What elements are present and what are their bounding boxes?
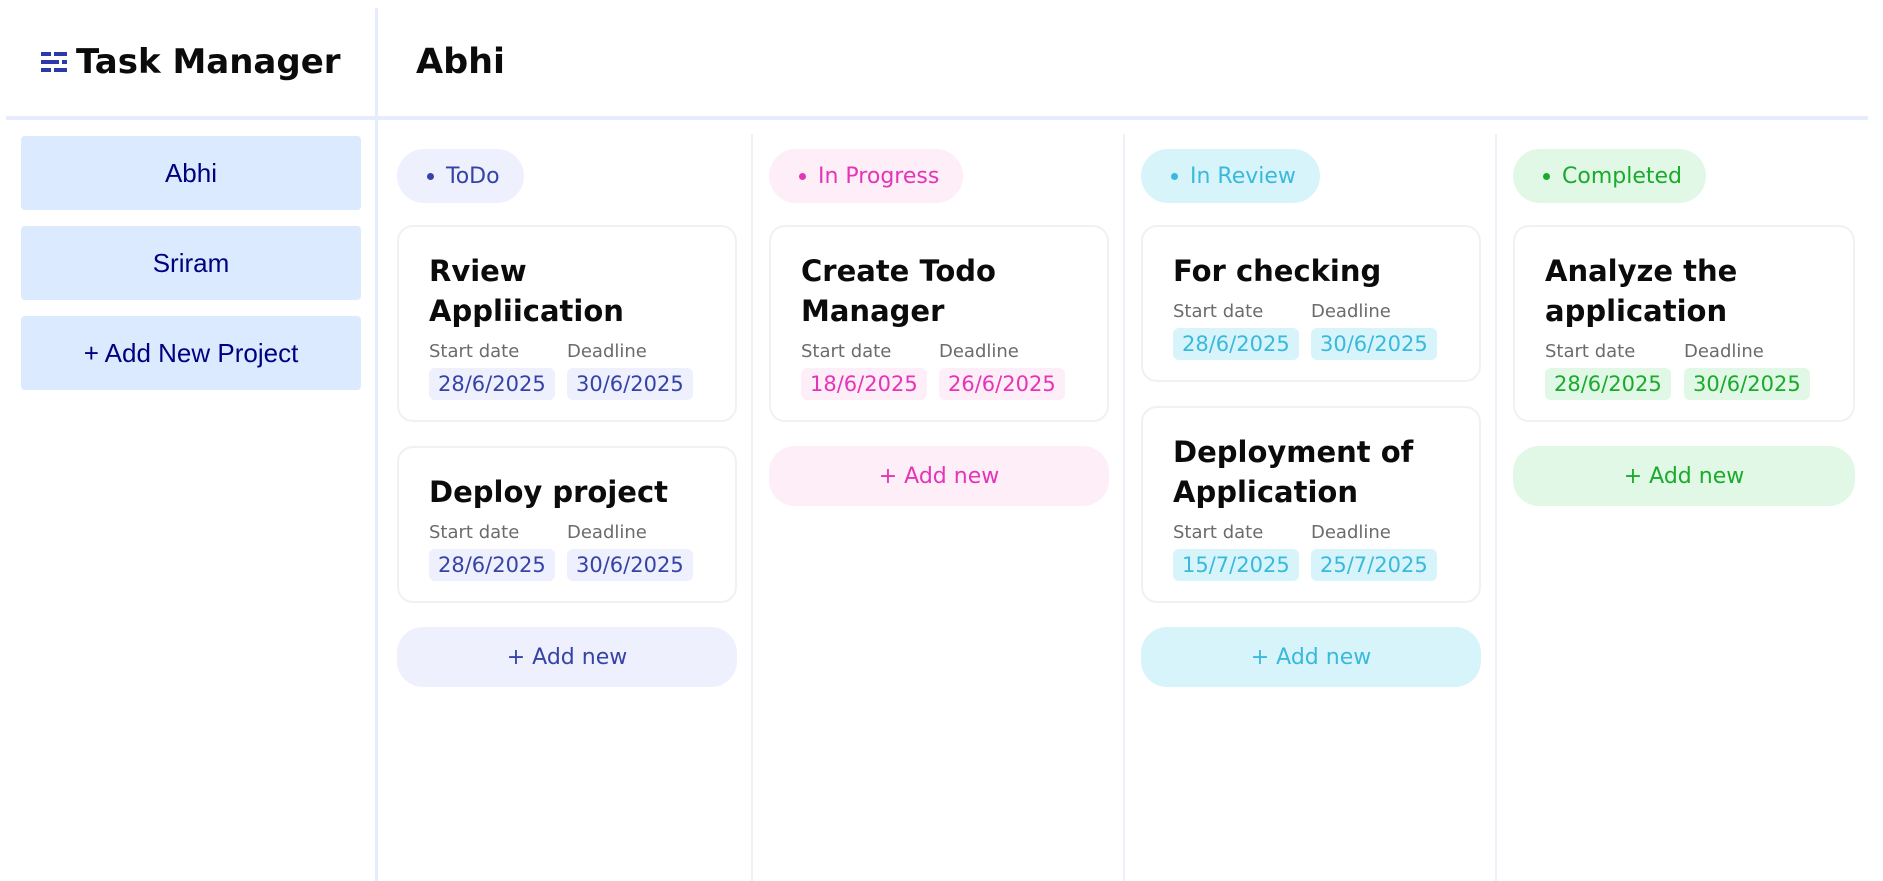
deadline-date: 30/6/2025 bbox=[1311, 328, 1437, 360]
deadline-date: 30/6/2025 bbox=[567, 549, 693, 581]
sidebar: Abhi Sriram + Add New Project bbox=[6, 120, 378, 881]
status-badge-todo: ToDo bbox=[397, 149, 524, 203]
sidebar-item-abhi[interactable]: Abhi bbox=[21, 136, 361, 210]
task-dates: Start date 28/6/2025 Deadline 30/6/2025 bbox=[429, 341, 705, 400]
status-badge-in-review: In Review bbox=[1141, 149, 1320, 203]
deadline-label: Deadline bbox=[939, 341, 1019, 362]
brand: Task Manager bbox=[6, 8, 378, 120]
add-task-button-in-review[interactable]: + Add new bbox=[1141, 627, 1481, 687]
topbar: Abhi bbox=[378, 8, 1868, 120]
app-root: Task Manager Abhi Abhi Sriram + Add New … bbox=[6, 8, 1868, 881]
task-card[interactable]: Deploy project Start date 28/6/2025 Dead… bbox=[397, 446, 737, 603]
column-completed: Completed Analyze the application Start … bbox=[1497, 134, 1869, 881]
kanban-board: ToDo Rview Appliication Start date 28/6/… bbox=[381, 134, 1868, 881]
status-badge-in-progress: In Progress bbox=[769, 149, 964, 203]
start-date-label: Start date bbox=[1545, 341, 1636, 362]
column-in-review: In Review For checking Start date 28/6/2… bbox=[1125, 134, 1497, 881]
status-badge-completed: Completed bbox=[1513, 149, 1706, 203]
deadline-date: 30/6/2025 bbox=[1684, 368, 1810, 400]
start-date: 28/6/2025 bbox=[429, 549, 555, 581]
start-date: 15/7/2025 bbox=[1173, 549, 1299, 581]
start-date: 28/6/2025 bbox=[429, 368, 555, 400]
task-title: Deploy project bbox=[429, 475, 669, 509]
sidebar-item-sriram[interactable]: Sriram bbox=[21, 226, 361, 300]
task-dates: Start date 15/7/2025 Deadline 25/7/2025 bbox=[1173, 522, 1449, 581]
status-dot-icon bbox=[1171, 172, 1178, 180]
column-in-progress: In Progress Create Todo Manager Start da… bbox=[753, 134, 1125, 881]
start-date-label: Start date bbox=[429, 522, 520, 543]
task-title: Deployment of Application bbox=[1173, 435, 1414, 509]
start-date: 28/6/2025 bbox=[1545, 368, 1671, 400]
task-title: Analyze the application bbox=[1545, 254, 1738, 328]
status-label: Completed bbox=[1562, 163, 1682, 189]
task-card[interactable]: Deployment of Application Start date 15/… bbox=[1141, 406, 1481, 603]
task-title: For checking bbox=[1173, 254, 1382, 288]
add-task-button-in-progress[interactable]: + Add new bbox=[769, 446, 1109, 506]
deadline-label: Deadline bbox=[1311, 301, 1391, 322]
deadline-label: Deadline bbox=[1684, 341, 1764, 362]
task-card[interactable]: Analyze the application Start date 28/6/… bbox=[1513, 225, 1855, 422]
task-dates: Start date 28/6/2025 Deadline 30/6/2025 bbox=[1545, 341, 1823, 400]
task-card[interactable]: For checking Start date 28/6/2025 Deadli… bbox=[1141, 225, 1481, 382]
status-dot-icon bbox=[1543, 172, 1550, 180]
column-todo: ToDo Rview Appliication Start date 28/6/… bbox=[381, 134, 753, 881]
deadline-date: 30/6/2025 bbox=[567, 368, 693, 400]
start-date: 28/6/2025 bbox=[1173, 328, 1299, 360]
start-date-label: Start date bbox=[1173, 301, 1264, 322]
task-title: Rview Appliication bbox=[429, 254, 624, 328]
status-label: ToDo bbox=[446, 163, 500, 189]
app-title: Task Manager bbox=[76, 42, 341, 82]
task-dates: Start date 18/6/2025 Deadline 26/6/2025 bbox=[801, 341, 1077, 400]
start-date-label: Start date bbox=[429, 341, 520, 362]
status-label: In Progress bbox=[818, 163, 940, 189]
page-title: Abhi bbox=[416, 42, 506, 82]
task-title: Create Todo Manager bbox=[801, 254, 996, 328]
task-card[interactable]: Rview Appliication Start date 28/6/2025 … bbox=[397, 225, 737, 422]
start-date-label: Start date bbox=[1173, 522, 1264, 543]
list-lines-icon bbox=[41, 52, 67, 72]
deadline-label: Deadline bbox=[1311, 522, 1391, 543]
deadline-date: 25/7/2025 bbox=[1311, 549, 1437, 581]
start-date-label: Start date bbox=[801, 341, 892, 362]
deadline-label: Deadline bbox=[567, 522, 647, 543]
status-label: In Review bbox=[1190, 163, 1296, 189]
deadline-label: Deadline bbox=[567, 341, 647, 362]
add-task-button-completed[interactable]: + Add new bbox=[1513, 446, 1855, 506]
status-dot-icon bbox=[799, 172, 806, 180]
start-date: 18/6/2025 bbox=[801, 368, 927, 400]
task-card[interactable]: Create Todo Manager Start date 18/6/2025… bbox=[769, 225, 1109, 422]
status-dot-icon bbox=[427, 172, 434, 180]
add-project-button[interactable]: + Add New Project bbox=[21, 316, 361, 390]
add-task-button-todo[interactable]: + Add new bbox=[397, 627, 737, 687]
deadline-date: 26/6/2025 bbox=[939, 368, 1065, 400]
task-dates: Start date 28/6/2025 Deadline 30/6/2025 bbox=[429, 522, 705, 581]
task-dates: Start date 28/6/2025 Deadline 30/6/2025 bbox=[1173, 301, 1449, 360]
